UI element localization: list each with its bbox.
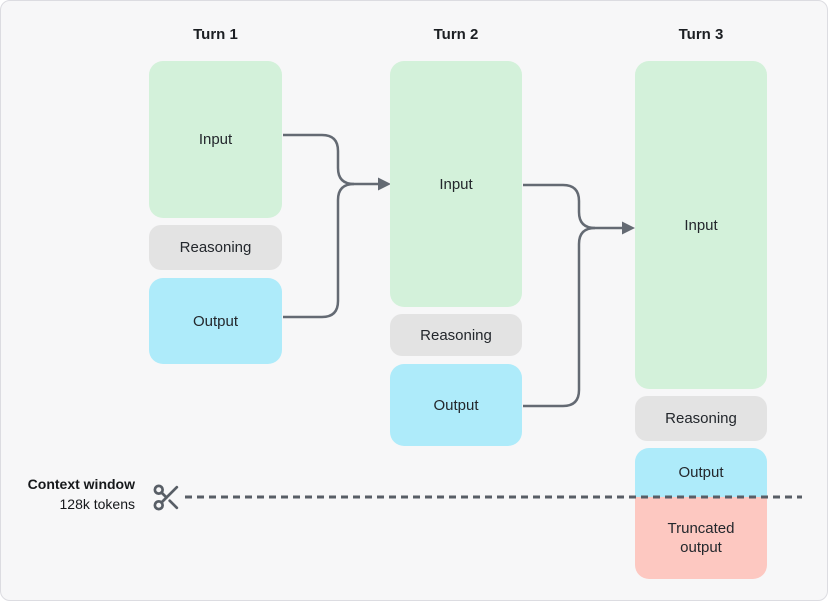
arrow-turn1-output-path <box>283 182 355 319</box>
arrow-turn2-output-path <box>523 226 596 408</box>
arrow-turn1-input-path <box>283 133 378 186</box>
context-window-subtitle: 128k tokens <box>59 496 136 512</box>
arrowhead-into-turn3 <box>622 221 635 235</box>
context-window-title: Context window <box>27 476 135 492</box>
context-window-label: Context window 128k tokens <box>19 474 135 514</box>
scissors-icon <box>153 484 179 511</box>
arrow-turn2-input-path <box>523 183 622 230</box>
arrowhead-into-turn2 <box>378 177 391 191</box>
